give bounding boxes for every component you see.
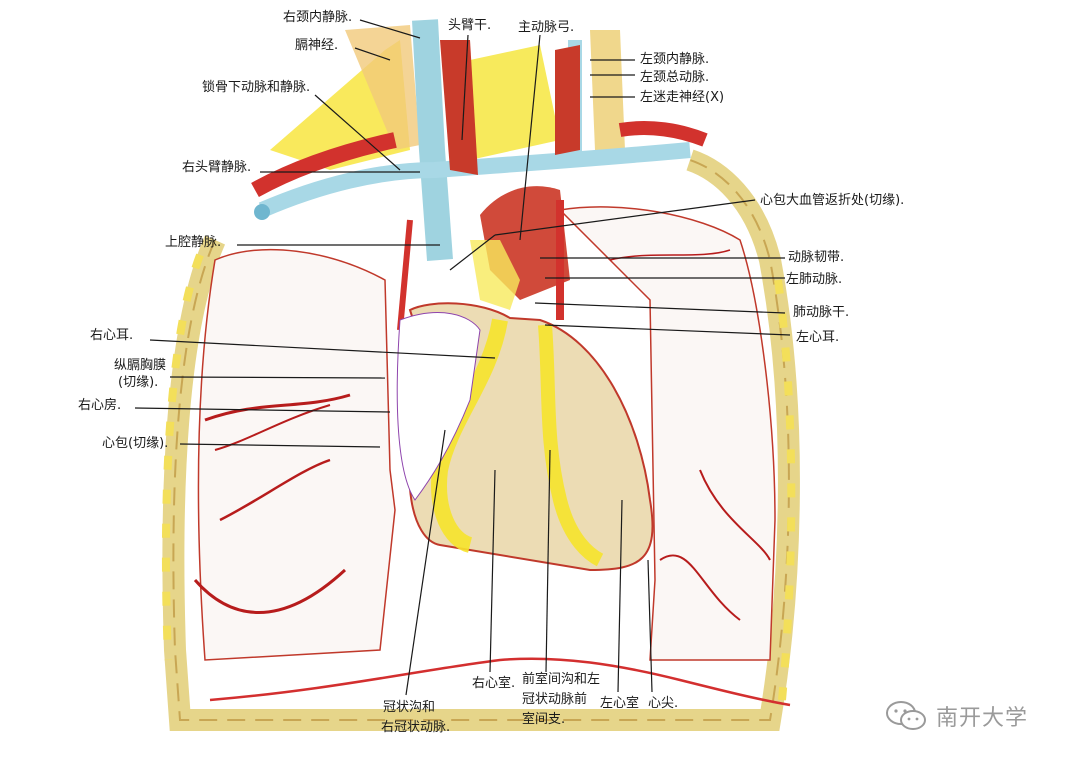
label-left-auricle: 左心耳. <box>796 330 840 345</box>
label-right-internal-jugular-vein: 右颈内静脉. <box>283 10 353 25</box>
heart <box>396 240 654 572</box>
label-left-vagus-nerve: 左迷走神经(X) <box>640 90 725 105</box>
label-pulmonary-trunk: 肺动脉干. <box>793 305 850 320</box>
label-coronary-sulcus-2: 右冠状动脉. <box>381 720 451 735</box>
label-brachiocephalic-trunk: 头臂干. <box>448 18 492 33</box>
diaphragm <box>209 657 791 707</box>
label-mediastinal-pleura-1: 纵膈胸膜 <box>114 358 167 373</box>
label-mediastinal-pleura-2: (切缘). <box>118 375 159 390</box>
label-phrenic-nerve: 膈神经. <box>295 38 339 53</box>
watermark: 南开大学 <box>884 700 1028 732</box>
label-ligamentum-arteriosum: 动脉韧带. <box>788 250 845 265</box>
label-right-ventricle: 右心室. <box>472 676 516 691</box>
label-pericardial-reflection: 心包大血管返折处(切缘). <box>760 193 905 208</box>
label-left-ventricle: 左心室 <box>600 696 640 711</box>
label-pericardium: 心包(切缘). <box>102 436 169 451</box>
label-left-internal-jugular-vein: 左颈内静脉. <box>640 52 710 67</box>
label-superior-vena-cava: 上腔静脉. <box>165 235 222 250</box>
label-right-brachiocephalic-vein: 右头臂静脉. <box>182 160 252 175</box>
label-subclavian-artery-vein: 锁骨下动脉和静脉. <box>202 80 311 95</box>
label-anterior-interventricular-1: 前室间沟和左 <box>522 672 601 687</box>
label-right-atrium: 右心房. <box>78 398 122 413</box>
lungs <box>193 206 776 661</box>
label-right-auricle: 右心耳. <box>90 328 134 343</box>
label-aortic-arch: 主动脉弓. <box>518 20 575 35</box>
rib-cage <box>161 149 800 731</box>
label-left-common-carotid-artery: 左颈总动脉. <box>640 70 710 85</box>
label-apex: 心尖. <box>648 696 679 711</box>
wechat-icon <box>886 701 926 730</box>
label-left-pulmonary-artery: 左肺动脉. <box>786 272 843 287</box>
watermark-text: 南开大学 <box>936 706 1029 731</box>
label-anterior-interventricular-3: 室间支. <box>522 712 566 727</box>
label-anterior-interventricular-2: 冠状动脉前 <box>522 692 588 707</box>
leader-lines <box>134 19 791 696</box>
label-coronary-sulcus-1: 冠状沟和 <box>383 700 436 715</box>
